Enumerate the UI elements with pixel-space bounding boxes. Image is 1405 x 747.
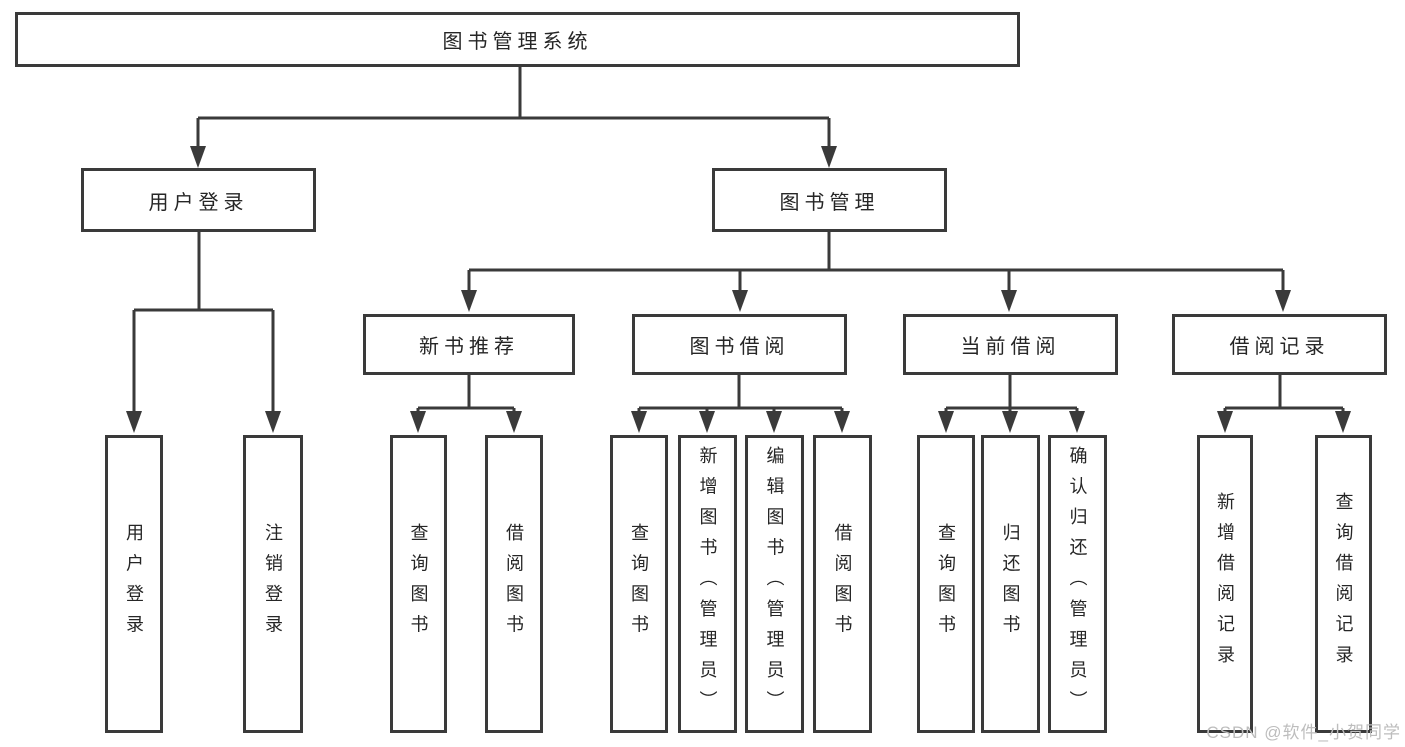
leaf-logout-login: 注销登录 (243, 435, 303, 733)
node-new-book-recommendation: 新书推荐 (363, 314, 575, 375)
leaf-user-login: 用户登录 (105, 435, 163, 733)
node-label: 当前借阅 (960, 336, 1061, 358)
leaf-return-books: 归还图书 (981, 435, 1040, 733)
leaf-label: 用户登录 (124, 522, 144, 646)
leaf-label: 新增图书（管理员） (697, 446, 718, 722)
leaf-label: 编辑图书（管理员） (764, 446, 785, 722)
leaf-query-borrow-record: 查询借阅记录 (1315, 435, 1372, 733)
node-book-management: 图书管理 (712, 168, 947, 232)
node-book-borrowing: 图书借阅 (632, 314, 847, 375)
leaf-label: 查询借阅记录 (1333, 492, 1354, 676)
leaf-add-books-admin: 新增图书（管理员） (678, 435, 737, 733)
node-label: 图书借阅 (689, 336, 790, 358)
leaf-label: 注销登录 (263, 522, 283, 646)
leaf-label: 归还图书 (1000, 522, 1021, 646)
leaf-label: 新增借阅记录 (1215, 492, 1235, 676)
leaf-label: 查询图书 (629, 522, 649, 646)
leaf-query-books-recommend: 查询图书 (390, 435, 447, 733)
node-label: 借阅记录 (1229, 336, 1330, 358)
node-borrowing-records: 借阅记录 (1172, 314, 1387, 375)
node-library-management-system: 图书管理系统 (15, 12, 1020, 67)
leaf-label: 确认归还（管理员） (1067, 446, 1088, 722)
csdn-watermark: CSDN @软件_小贺同学 (1206, 723, 1401, 742)
leaf-query-books-current: 查询图书 (917, 435, 975, 733)
node-label: 新书推荐 (419, 336, 519, 358)
node-label: 图书管理系统 (442, 31, 593, 53)
leaf-confirm-return-admin: 确认归还（管理员） (1048, 435, 1107, 733)
leaf-label: 借阅图书 (832, 522, 853, 646)
leaf-add-borrow-record: 新增借阅记录 (1197, 435, 1253, 733)
node-current-borrowing: 当前借阅 (903, 314, 1118, 375)
leaf-label: 查询图书 (408, 522, 429, 646)
leaf-borrow-books-borrowing: 借阅图书 (813, 435, 872, 733)
leaf-label: 借阅图书 (504, 522, 524, 646)
leaf-label: 查询图书 (936, 522, 956, 646)
leaf-borrow-books-recommend: 借阅图书 (485, 435, 543, 733)
leaf-edit-books-admin: 编辑图书（管理员） (745, 435, 804, 733)
node-user-login: 用户登录 (81, 168, 316, 232)
leaf-query-books-borrowing: 查询图书 (610, 435, 668, 733)
node-label: 用户登录 (148, 191, 249, 214)
node-label: 图书管理 (779, 191, 880, 214)
